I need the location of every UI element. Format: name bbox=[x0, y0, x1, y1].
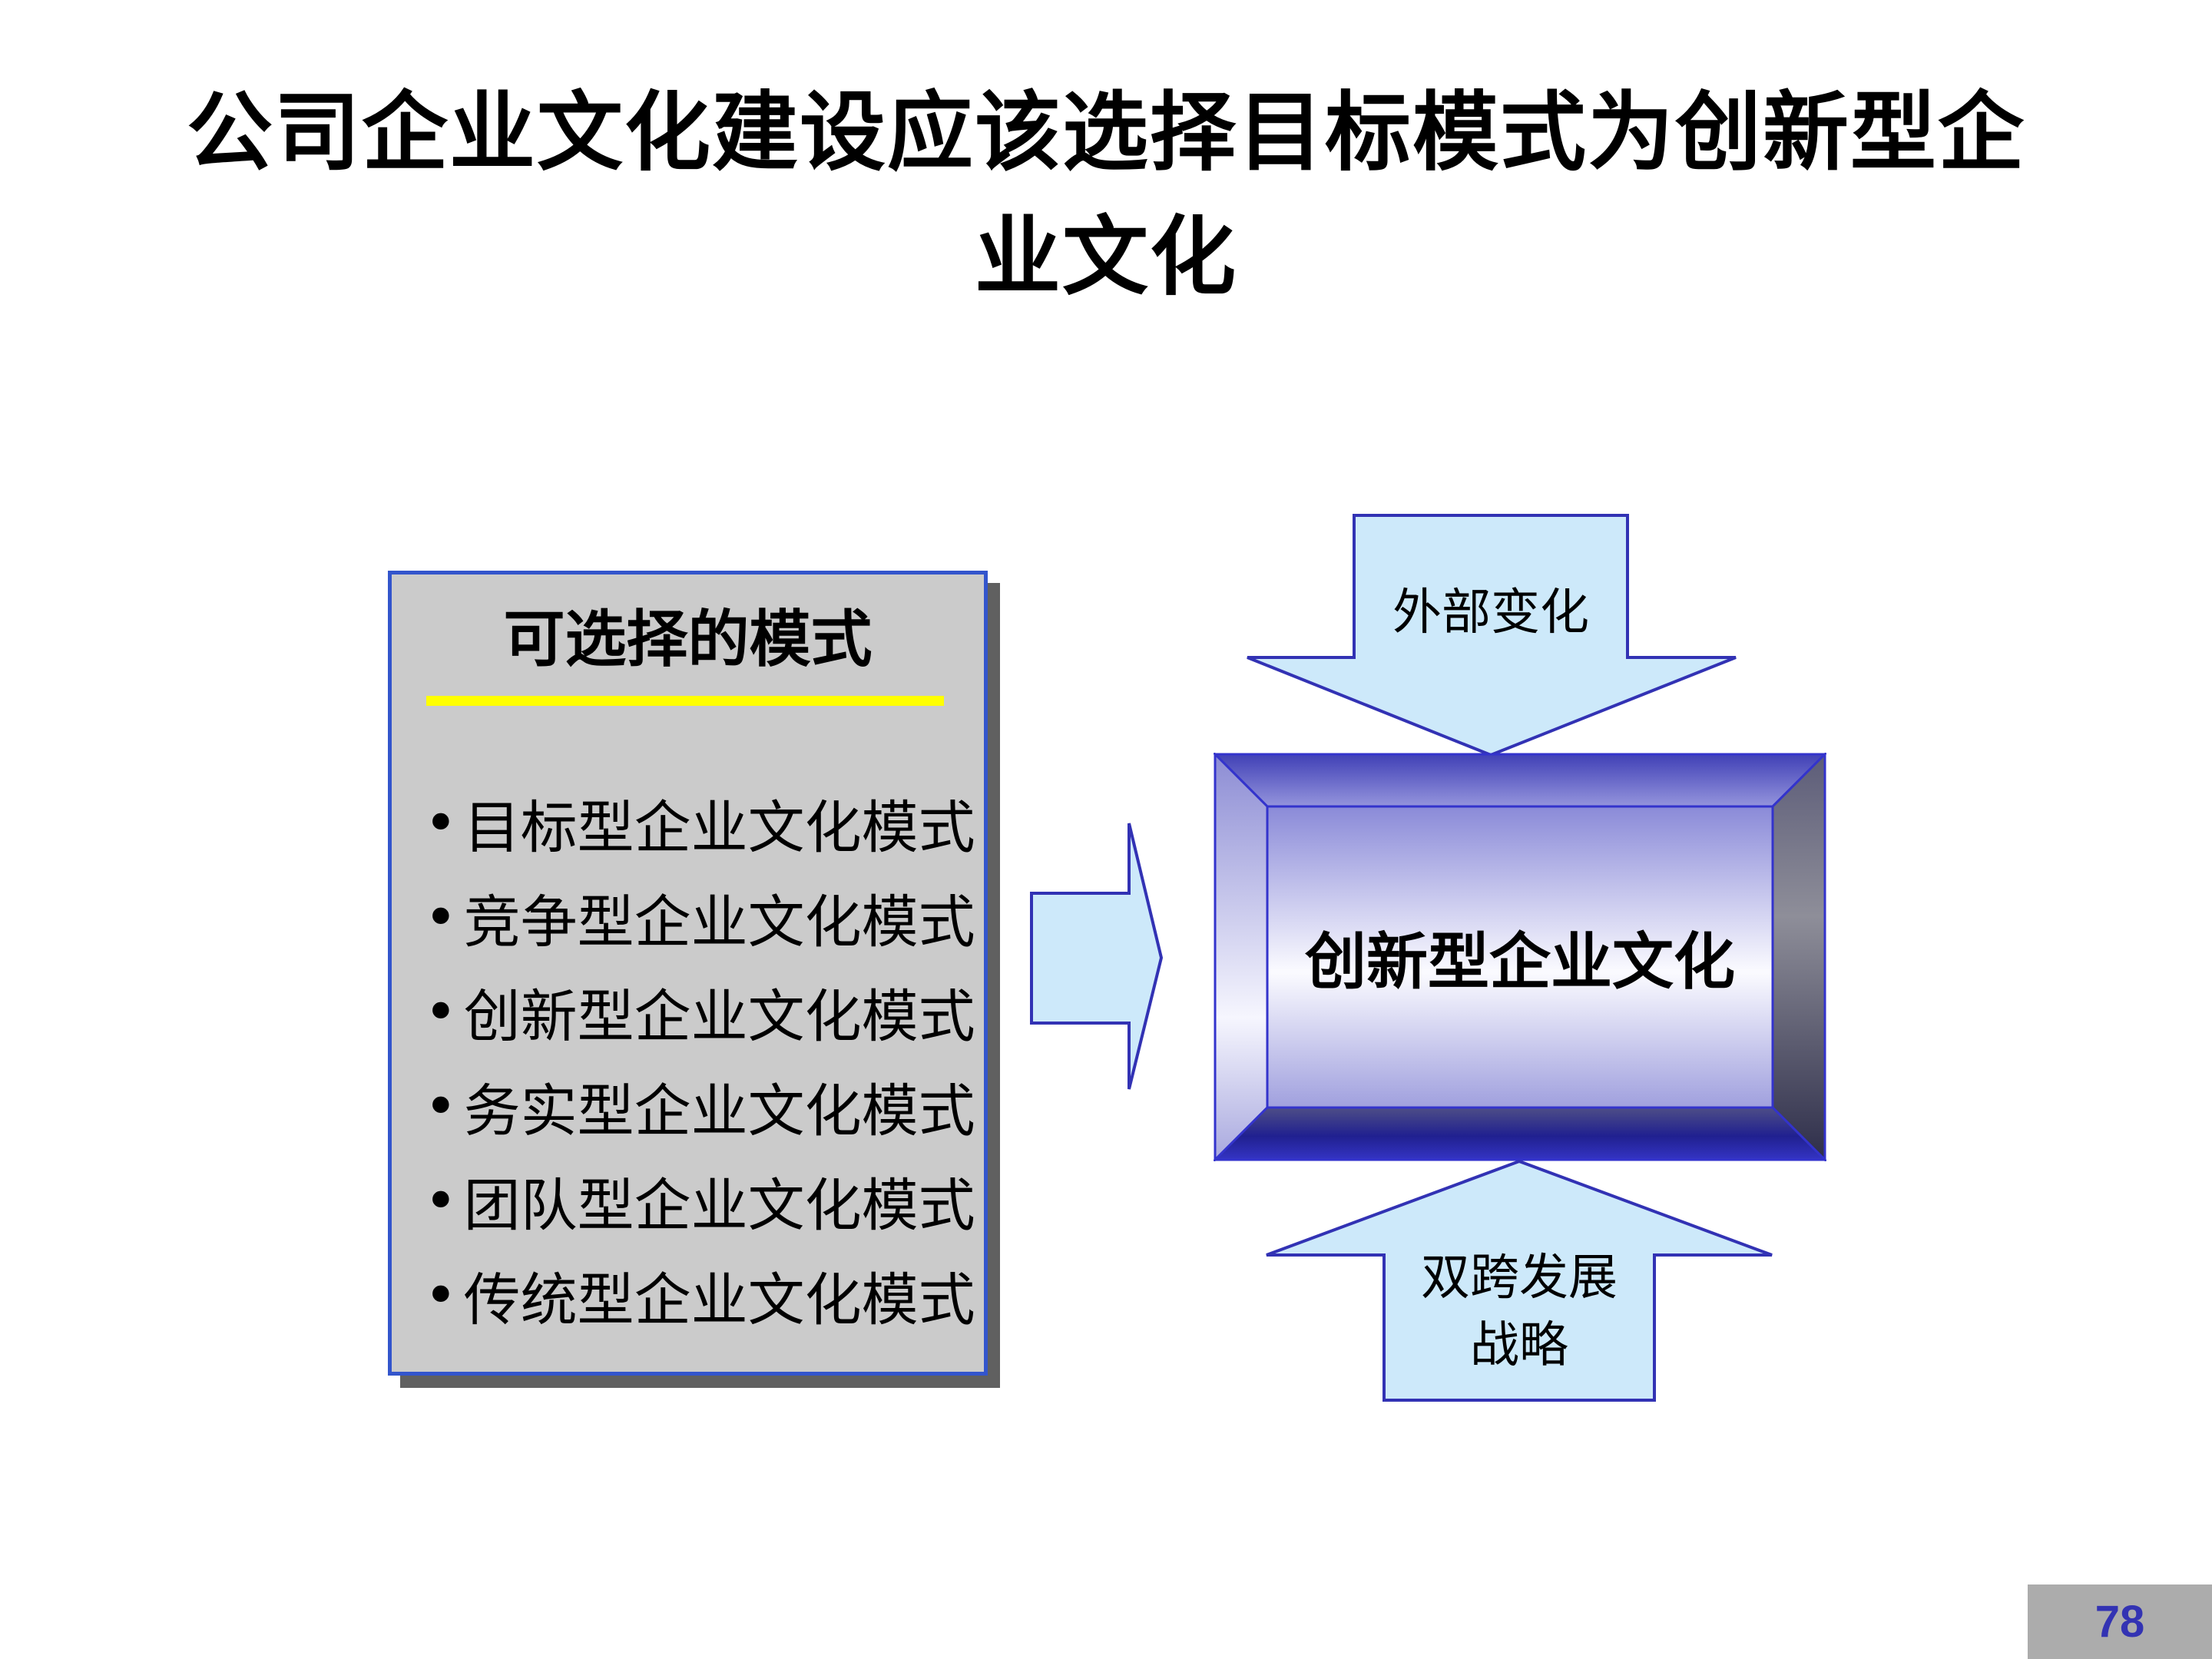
down-arrow-icon bbox=[1247, 514, 1737, 757]
list-item-label: 传统型企业文化模式 bbox=[463, 1267, 975, 1333]
bottom-arrow-label-line-1: 双跨发展 bbox=[1421, 1250, 1618, 1306]
list-item-label: 务实型企业文化模式 bbox=[463, 1078, 975, 1144]
yellow-divider bbox=[426, 696, 944, 706]
list-item: • 团队型企业文化模式 bbox=[424, 1154, 975, 1248]
list-item-label: 竞争型企业文化模式 bbox=[463, 889, 975, 955]
list-item: • 目标型企业文化模式 bbox=[424, 776, 975, 870]
box-bevel-right bbox=[1771, 753, 1826, 1161]
list-item: • 传统型企业文化模式 bbox=[424, 1248, 975, 1343]
list-item: • 竞争型企业文化模式 bbox=[424, 870, 975, 965]
right-arrow-icon bbox=[1030, 823, 1164, 1090]
up-arrow-icon bbox=[1266, 1159, 1773, 1402]
list-item: • 创新型企业文化模式 bbox=[424, 965, 975, 1059]
list-item: • 务实型企业文化模式 bbox=[424, 1059, 975, 1154]
center-3d-box bbox=[1214, 753, 1826, 1161]
down-arrow-polygon bbox=[1247, 514, 1737, 757]
list-item-label: 创新型企业文化模式 bbox=[463, 984, 975, 1050]
top-arrow-label: 外部变化 bbox=[1392, 584, 1589, 641]
bullet-icon: • bbox=[424, 884, 458, 951]
box-inner-panel bbox=[1266, 805, 1774, 1109]
list-item-label: 团队型企业文化模式 bbox=[463, 1173, 975, 1239]
box-bevel-bottom bbox=[1214, 1106, 1826, 1161]
page-number: 78 bbox=[2094, 1597, 2145, 1647]
right-arrow-polygon bbox=[1030, 823, 1164, 1090]
list-item-label: 目标型企业文化模式 bbox=[463, 795, 975, 861]
page-title: 公司企业文化建设应该选择目标模式为创新型企 业文化 bbox=[0, 71, 2212, 320]
bullet-icon: • bbox=[424, 1262, 458, 1329]
bullet-icon: • bbox=[424, 1167, 458, 1234]
bullet-icon: • bbox=[424, 979, 458, 1045]
bottom-arrow-label-line-2: 战略 bbox=[1470, 1317, 1568, 1374]
title-line-2: 业文化 bbox=[975, 209, 1237, 305]
options-panel: 可选择的模式 • 目标型企业文化模式 • 竞争型企业文化模式 • 创新型企业文化… bbox=[388, 571, 988, 1376]
options-list: • 目标型企业文化模式 • 竞争型企业文化模式 • 创新型企业文化模式 • 务实… bbox=[424, 776, 975, 1343]
bullet-icon: • bbox=[424, 1073, 458, 1140]
up-arrow-polygon bbox=[1266, 1159, 1773, 1402]
bullet-icon: • bbox=[424, 790, 458, 856]
box-bevel-left bbox=[1214, 753, 1269, 1161]
center-box-label: 创新型企业文化 bbox=[1305, 927, 1735, 996]
title-line-1: 公司企业文化建设应该选择目标模式为创新型企 bbox=[187, 84, 2025, 180]
footer-pagebox: 78 bbox=[2028, 1584, 2212, 1659]
box-bevel-top bbox=[1214, 753, 1826, 808]
bottom-arrow-label: 双跨发展 战略 bbox=[1306, 1244, 1733, 1379]
options-panel-title: 可选择的模式 bbox=[503, 605, 873, 674]
